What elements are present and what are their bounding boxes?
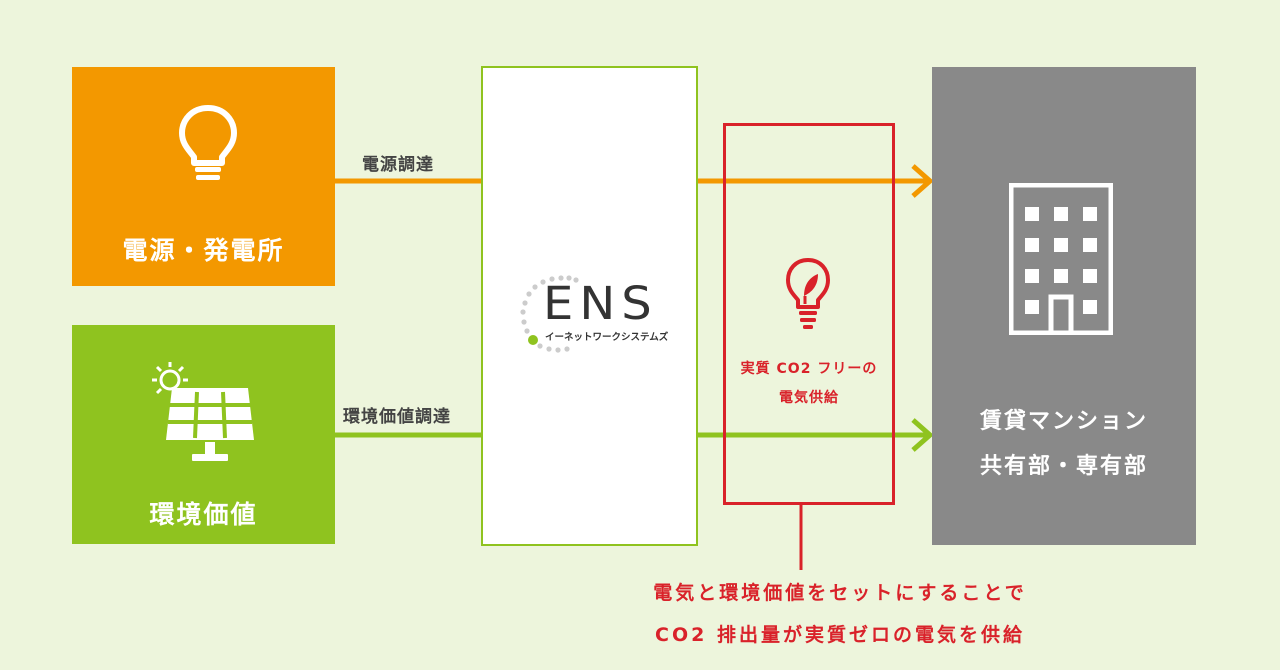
ens-ring-icon [520,275,579,353]
env-value-box: 環境価値 [72,325,335,544]
env-procurement-label: 環境価値調達 [343,407,451,427]
co2-free-highlight-box: 実質 CO2 フリーの 電気供給 [723,123,895,505]
apartment-label-line2: 共有部・専有部 [979,454,1148,479]
ens-logo-text: ENS [543,277,658,331]
power-source-box: 電源・発電所 [72,67,335,286]
note-line1: 電気と環境価値をセットにすることで [653,582,1027,604]
apartment-label-line1: 賃貸マンション [979,409,1148,434]
ens-green-dot [528,335,538,345]
env-value-label: 環境価値 [149,500,258,529]
note-line2: CO2 排出量が実質ゼロの電気を供給 [655,624,1025,646]
light-bulb-icon [179,105,237,180]
env-arrowhead [911,418,934,452]
co2-free-line2: 電気供給 [779,390,839,406]
power-procurement-label: 電源調達 [362,155,434,175]
building-icon [1009,183,1113,335]
power-arrowhead [911,164,934,198]
apartment-box: 賃貸マンション 共有部・専有部 [932,67,1196,545]
ens-logo-subtitle: イーネットワークシステムズ [545,332,669,343]
power-source-label: 電源・発電所 [122,236,285,265]
leaf-bulb-icon [786,258,830,329]
solar-panel-icon [152,362,254,461]
ens-box: ENS イーネットワークシステムズ [481,66,698,546]
co2-free-line1: 実質 CO2 フリーの [740,361,878,377]
